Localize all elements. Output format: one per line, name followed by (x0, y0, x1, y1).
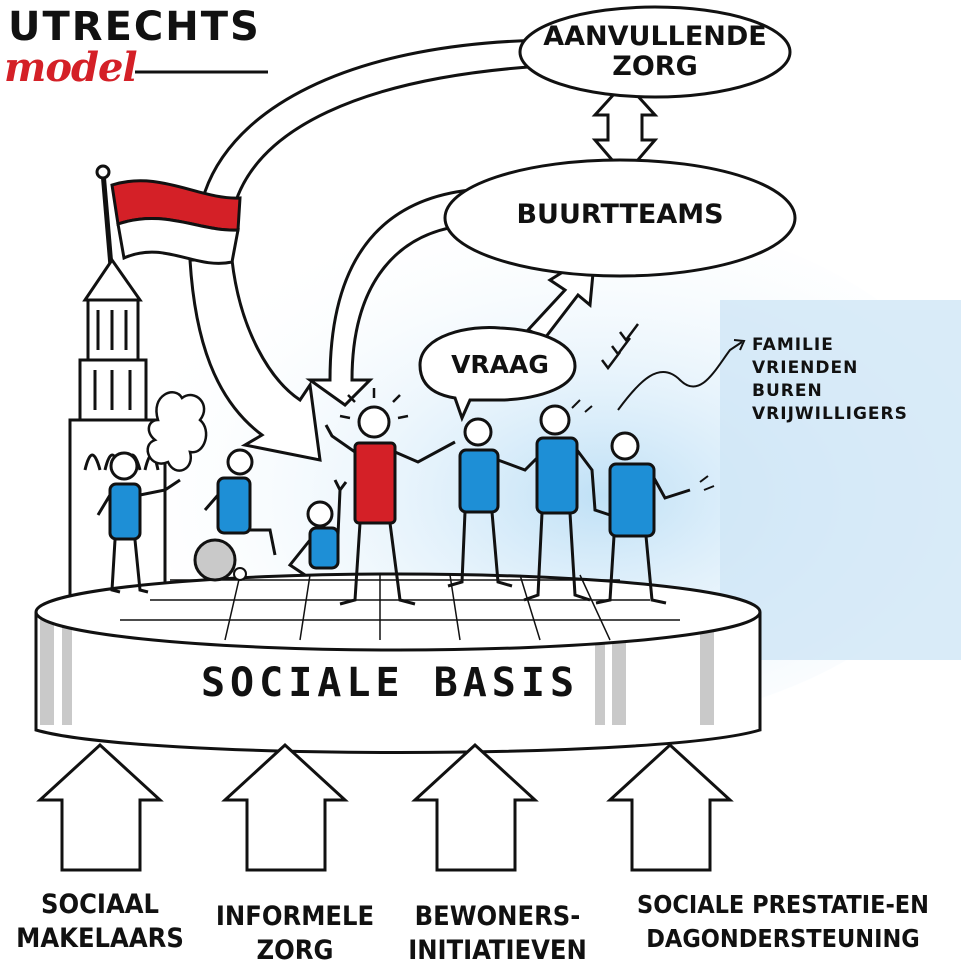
arrow-buurtteams-to-person (305, 188, 472, 407)
network-item-vrienden: VRIENDEN (752, 358, 859, 378)
network-item-vrijwilligers: VRIJWILLIGERS (752, 404, 908, 424)
aanvullende-zorg-label: AANVULLENDE ZORG (543, 21, 767, 82)
label-informele-zorg: INFORMELE ZORG (215, 901, 375, 966)
network-squiggle (617, 341, 743, 411)
figure-blue-3 (523, 399, 611, 602)
figure-blue-4 (595, 431, 715, 605)
network-item-buren: BUREN (752, 381, 823, 401)
buurtteams-bubble (443, 158, 797, 278)
arrow-flag-to-aanvullende (198, 38, 561, 211)
platform (34, 572, 762, 754)
check-marks (601, 323, 639, 371)
figure-blue-2 (447, 417, 542, 588)
sociale-basis-label: SOCIALE BASIS (200, 660, 580, 706)
flag-white (116, 216, 240, 265)
tree (146, 391, 208, 472)
network-list: FAMILIE VRIENDEN BUREN VRIJWILLIGERS (752, 334, 908, 426)
figure-red-center (324, 388, 456, 606)
network-item-familie: FAMILIE (752, 335, 834, 355)
arrow-down-to-person (188, 258, 322, 462)
figure-wheelchair (193, 448, 277, 582)
title-line-2: model (4, 44, 138, 91)
buurtteams-label: BUURTTEAMS (516, 199, 724, 230)
flagpole-top (95, 164, 111, 180)
aanvullende-zorg-bubble (518, 5, 792, 99)
title-line-1: UTRECHTS (8, 4, 261, 50)
arrow-flag-to-aanvullende-inner (230, 63, 561, 216)
label-sociaal-makelaars: SOCIAAL MAKELAARS (16, 889, 184, 954)
bottom-arrows (36, 742, 734, 872)
vraag-label: VRAAG (451, 350, 549, 379)
figure-child (287, 479, 348, 577)
label-bewoners-initiatieven: BEWONERS- INITIATIEVEN (408, 901, 587, 966)
label-sociale-prestatie: SOCIALE PRESTATIE-EN DAGONDERSTEUNING (637, 890, 929, 953)
sky-patch (720, 300, 961, 660)
figure-left-tower (96, 451, 181, 594)
vraag-bubble (418, 326, 577, 423)
